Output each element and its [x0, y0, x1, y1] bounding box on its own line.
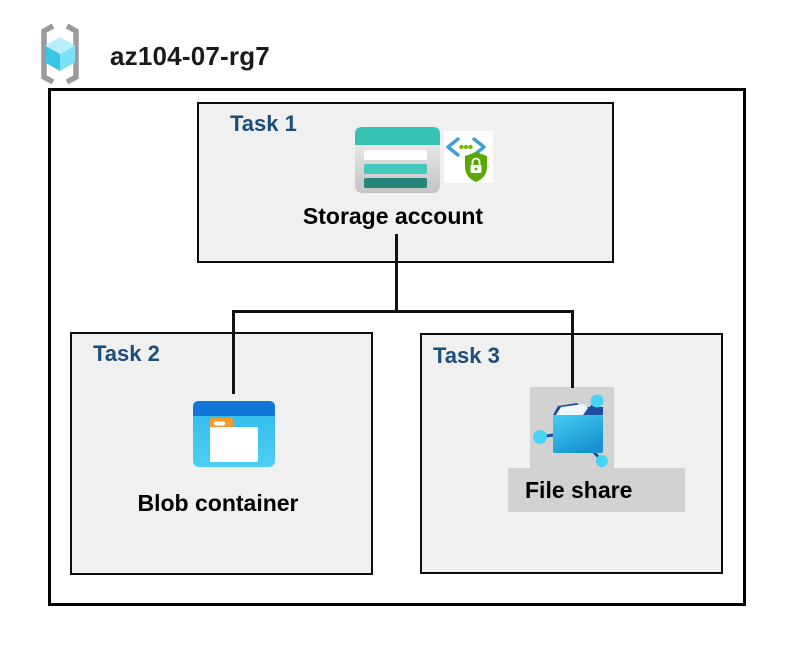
- network-node: [596, 455, 608, 467]
- resource-group-name: az104-07-rg7: [110, 41, 270, 71]
- task2-label: Task 2: [93, 341, 160, 366]
- blob-container-label: Blob container: [137, 490, 299, 516]
- network-node: [533, 430, 547, 444]
- task2-box: Task 2 Blob container: [70, 332, 373, 575]
- file-share-label: File share: [525, 477, 633, 503]
- file-share-label-highlight: File share: [508, 468, 685, 512]
- file-share-selection-highlight: [530, 387, 614, 468]
- task1-box: Task 1 Storage account: [197, 102, 614, 263]
- lock-icon: [471, 157, 481, 165]
- folder-body: [210, 427, 258, 462]
- connector-storage-down: [395, 234, 398, 313]
- connector-to-blob: [232, 310, 235, 394]
- task1-label: Task 1: [230, 111, 297, 136]
- storage-account-icon: [355, 127, 440, 193]
- connector-horizontal: [232, 310, 574, 313]
- folder-paper: [556, 404, 588, 415]
- connector-to-fileshare: [571, 310, 574, 388]
- network-node: [590, 394, 604, 408]
- resource-group-icon: [41, 23, 79, 85]
- blob-container-icon: [193, 401, 275, 467]
- code-bracket-right: [472, 137, 486, 157]
- cube-left-face: [45, 45, 60, 71]
- cube-right-face: [60, 45, 75, 71]
- task3-label: Task 3: [433, 343, 500, 368]
- secure-access-icon: [444, 131, 493, 183]
- storage-account-label: Storage account: [302, 203, 484, 229]
- code-bracket-left: [446, 137, 460, 157]
- file-share-icon: [533, 394, 608, 467]
- folder-front: [553, 415, 603, 453]
